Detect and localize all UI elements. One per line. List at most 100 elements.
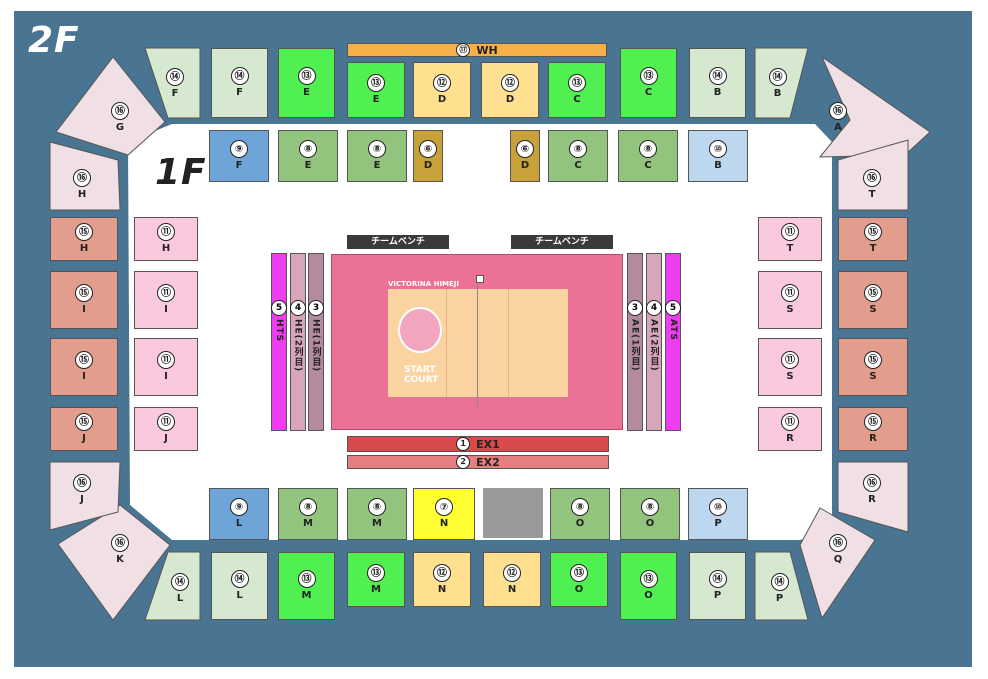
section-14-P-outer-label: ⑭ P bbox=[757, 565, 802, 613]
section-label: P bbox=[714, 518, 722, 529]
section-14-L[interactable]: ⑭ L bbox=[211, 552, 268, 620]
team-bench-right: チームベンチ bbox=[511, 235, 613, 249]
section-number: 4 bbox=[290, 300, 306, 316]
section-3-he[interactable]: 3 HE(1列目) bbox=[308, 253, 324, 431]
section-label: B bbox=[714, 160, 722, 171]
section-number: ⑫ bbox=[433, 563, 451, 582]
section-11-J[interactable]: ⑪ J bbox=[134, 407, 198, 451]
section-number: ⑧ bbox=[571, 498, 589, 516]
section-11-I[interactable]: ⑪ I bbox=[134, 271, 198, 329]
section-6-D[interactable]: ⑥ D bbox=[510, 130, 540, 182]
section-number: ⑭ bbox=[171, 573, 189, 591]
section-11-S[interactable]: ⑪ S bbox=[758, 271, 822, 329]
court-label: COURT bbox=[404, 375, 439, 385]
section-4-he[interactable]: 4 HE(2列目) bbox=[290, 253, 306, 431]
section-label: O bbox=[645, 518, 655, 529]
section-label: D bbox=[505, 94, 515, 105]
section-13-O[interactable]: ⑬ O bbox=[620, 552, 677, 620]
section-12-D[interactable]: ⑫ D bbox=[481, 62, 539, 118]
section-10-P[interactable]: ⑩ P bbox=[688, 488, 748, 540]
section-number: ⑪ bbox=[157, 284, 175, 302]
section-12-D[interactable]: ⑫ D bbox=[413, 62, 471, 118]
section-13-M[interactable]: ⑬ M bbox=[278, 552, 335, 620]
section-14-F[interactable]: ⑭ F bbox=[211, 48, 268, 118]
section-8-C[interactable]: ⑧ C bbox=[548, 130, 608, 182]
section-number: ⑧ bbox=[299, 140, 317, 158]
section-number: ⑯ bbox=[829, 534, 847, 552]
section-13-E[interactable]: ⑬ E bbox=[347, 62, 405, 118]
section-4-ae[interactable]: 4 AE(2列目) bbox=[646, 253, 662, 431]
section-1-ex1[interactable]: 1 EX1 bbox=[347, 436, 609, 452]
section-8-M[interactable]: ⑧ M bbox=[278, 488, 338, 540]
section-number: ⑬ bbox=[367, 74, 385, 92]
section-label: Q bbox=[833, 554, 843, 565]
court-attack-line-right bbox=[508, 289, 509, 397]
section-15-T[interactable]: ⑮ T bbox=[838, 217, 908, 261]
section-number: ⑩ bbox=[709, 140, 727, 158]
section-label: R bbox=[869, 433, 877, 444]
section-label: T bbox=[786, 243, 794, 254]
section-5-ats[interactable]: 5 ATS bbox=[665, 253, 681, 431]
section-11-S[interactable]: ⑪ S bbox=[758, 338, 822, 396]
section-13-E[interactable]: ⑬ E bbox=[278, 48, 335, 118]
section-15-R[interactable]: ⑮ R bbox=[838, 407, 908, 451]
section-11-H[interactable]: ⑪ H bbox=[134, 217, 198, 261]
section-label: M bbox=[372, 518, 382, 529]
section-13-M[interactable]: ⑬ M bbox=[347, 552, 405, 607]
section-label: S bbox=[869, 371, 877, 382]
section-15-S[interactable]: ⑮ S bbox=[838, 271, 908, 329]
section-3-ae[interactable]: 3 AE(1列目) bbox=[627, 253, 643, 431]
section-11-R[interactable]: ⑪ R bbox=[758, 407, 822, 451]
section-8-O[interactable]: ⑧ O bbox=[550, 488, 610, 540]
section-5-hts[interactable]: 5 HTS bbox=[271, 253, 287, 431]
section-number: ⑧ bbox=[569, 140, 587, 158]
section-15-J[interactable]: ⑮ J bbox=[50, 407, 118, 451]
section-13-O[interactable]: ⑬ O bbox=[550, 552, 608, 607]
section-8-O[interactable]: ⑧ O bbox=[620, 488, 680, 540]
section-17-wh[interactable]: ⑰ WH bbox=[347, 43, 607, 57]
section-14-B[interactable]: ⑭ B bbox=[689, 48, 746, 118]
section-2-ex2[interactable]: 2 EX2 bbox=[347, 455, 609, 469]
section-number: ⑭ bbox=[166, 68, 184, 86]
section-14-P[interactable]: ⑭ P bbox=[689, 552, 746, 620]
section-number: ⑧ bbox=[639, 140, 657, 158]
section-8-E[interactable]: ⑧ E bbox=[278, 130, 338, 182]
section-9-L[interactable]: ⑨ L bbox=[209, 488, 269, 540]
section-label: M bbox=[301, 590, 312, 601]
section-12-N[interactable]: ⑫ N bbox=[483, 552, 541, 607]
section-13-C[interactable]: ⑬ C bbox=[548, 62, 606, 118]
section-number: ⑧ bbox=[641, 498, 659, 516]
section-number: ⑭ bbox=[770, 573, 789, 591]
section-8-E[interactable]: ⑧ E bbox=[347, 130, 407, 182]
section-8-M[interactable]: ⑧ M bbox=[347, 488, 407, 540]
section-number: ⑬ bbox=[297, 570, 316, 588]
section-15-I[interactable]: ⑮ I bbox=[50, 271, 118, 329]
section-15-I[interactable]: ⑮ I bbox=[50, 338, 118, 396]
section-label: ATS bbox=[668, 319, 678, 341]
section-12-N[interactable]: ⑫ N bbox=[413, 552, 471, 607]
section-number: ⑯ bbox=[863, 474, 881, 492]
section-15-H[interactable]: ⑮ H bbox=[50, 217, 118, 261]
section-number: ⑮ bbox=[75, 284, 93, 302]
section-7-N[interactable]: ⑦ N bbox=[413, 488, 475, 540]
section-label: S bbox=[786, 371, 794, 382]
section-15-S[interactable]: ⑮ S bbox=[838, 338, 908, 396]
section-label: E bbox=[303, 87, 310, 98]
section-label: H bbox=[77, 189, 87, 200]
section-11-T[interactable]: ⑪ T bbox=[758, 217, 822, 261]
floor-label-1f: 1F bbox=[155, 152, 207, 193]
section-number: ⑫ bbox=[433, 74, 451, 92]
start-label: START bbox=[404, 365, 436, 375]
section-label: J bbox=[80, 494, 84, 505]
section-number: ⑦ bbox=[435, 498, 453, 516]
section-10-B[interactable]: ⑩ B bbox=[688, 130, 748, 182]
section-8-C[interactable]: ⑧ C bbox=[618, 130, 678, 182]
section-6-D[interactable]: ⑥ D bbox=[413, 130, 443, 182]
section-label: M bbox=[371, 583, 381, 595]
section-label: I bbox=[82, 371, 86, 382]
section-13-C[interactable]: ⑬ C bbox=[620, 48, 677, 118]
section-9-F[interactable]: ⑨ F bbox=[209, 130, 269, 182]
section-label: D bbox=[423, 160, 433, 171]
section-11-I[interactable]: ⑪ I bbox=[134, 338, 198, 396]
section-label: L bbox=[235, 518, 243, 529]
